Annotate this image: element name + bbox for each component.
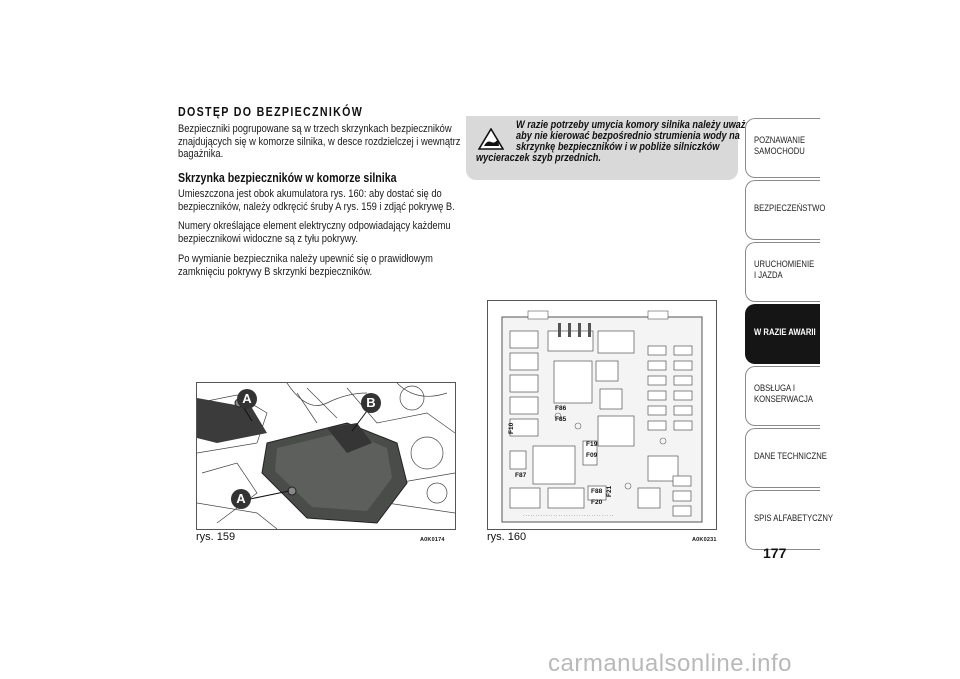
warning-line: W razie potrzeby umycia komory silnika n… bbox=[516, 119, 759, 131]
fuse-f87: F87 bbox=[515, 472, 527, 479]
paragraph-numbers: Numery określające element elektryczny o… bbox=[178, 220, 451, 245]
callout-a-top: A bbox=[237, 389, 257, 409]
figure-160-caption: rys. 160 bbox=[487, 531, 527, 543]
warning-triangle-icon bbox=[478, 128, 504, 150]
section-title: DOSTĘP DO BEZPIECZNIKÓW bbox=[178, 104, 364, 119]
fuse-f86: F86 bbox=[555, 405, 567, 412]
fuse-f21: F21 bbox=[606, 485, 613, 497]
tab-poznawanie-samochodu[interactable]: POZNAWANIE SAMOCHODU bbox=[745, 118, 820, 178]
tab-uruchomienie-i-jazda[interactable]: URUCHOMIENIE I JAZDA bbox=[745, 242, 820, 302]
tab-spis-alfabetyczny[interactable]: SPIS ALFABETYCZNY bbox=[745, 490, 833, 550]
tab-obsluga-i-konserwacja[interactable]: OBSŁUGA I KONSERWACJA bbox=[745, 366, 820, 426]
callout-a-bottom: A bbox=[231, 489, 251, 509]
svg-text:· · · · · · · · · · · · · · ·: · · · · · · · · · · · · · · · · · · · · … bbox=[523, 513, 613, 518]
fuse-f19: F19 bbox=[586, 441, 598, 448]
tab-bezpieczenstwo[interactable]: BEZPIECZEŃSTWO bbox=[745, 180, 825, 240]
warning-line: skrzynkę bezpieczników i w pobliże silni… bbox=[516, 141, 720, 153]
figure-160-image: · · · · · · · · · · · · · · · · · · · · … bbox=[487, 300, 717, 530]
figure-159-image: A B A bbox=[196, 382, 456, 530]
paragraph-location: Umieszczona jest obok akumulatora rys. 1… bbox=[178, 188, 455, 213]
page-number: 177 bbox=[763, 545, 787, 561]
warning-line: aby nie kierować bezpośrednio strumienia… bbox=[516, 130, 740, 142]
warning-box: W razie potrzeby umycia komory silnika n… bbox=[466, 116, 758, 180]
tab-w-razie-awarii[interactable]: W RAZIE AWARII bbox=[745, 304, 820, 364]
figure-160-code: A0K0231 bbox=[692, 537, 717, 543]
watermark: carmanualsonline.info bbox=[548, 650, 792, 677]
callout-b: B bbox=[361, 393, 381, 413]
tab-dane-techniczne[interactable]: DANE TECHNICZNE bbox=[745, 428, 827, 488]
figure-159-code: A0K0174 bbox=[420, 537, 445, 543]
paragraph-replace: Po wymianie bezpiecznika należy upewnić … bbox=[178, 253, 433, 278]
subsection-title: Skrzynka bezpieczników w komorze silnika bbox=[178, 170, 397, 185]
fuse-f85: F85 bbox=[555, 416, 567, 423]
warning-line: wycieraczek szyb przednich. bbox=[476, 152, 601, 164]
fuse-f20: F20 bbox=[591, 499, 603, 506]
fuse-f88: F88 bbox=[591, 488, 603, 495]
fuse-f09: F09 bbox=[586, 452, 598, 459]
figure-159-caption: rys. 159 bbox=[196, 531, 236, 543]
intro-paragraph: Bezpieczniki pogrupowane są w trzech skr… bbox=[178, 123, 461, 160]
fuse-f10: F10 bbox=[508, 422, 515, 434]
